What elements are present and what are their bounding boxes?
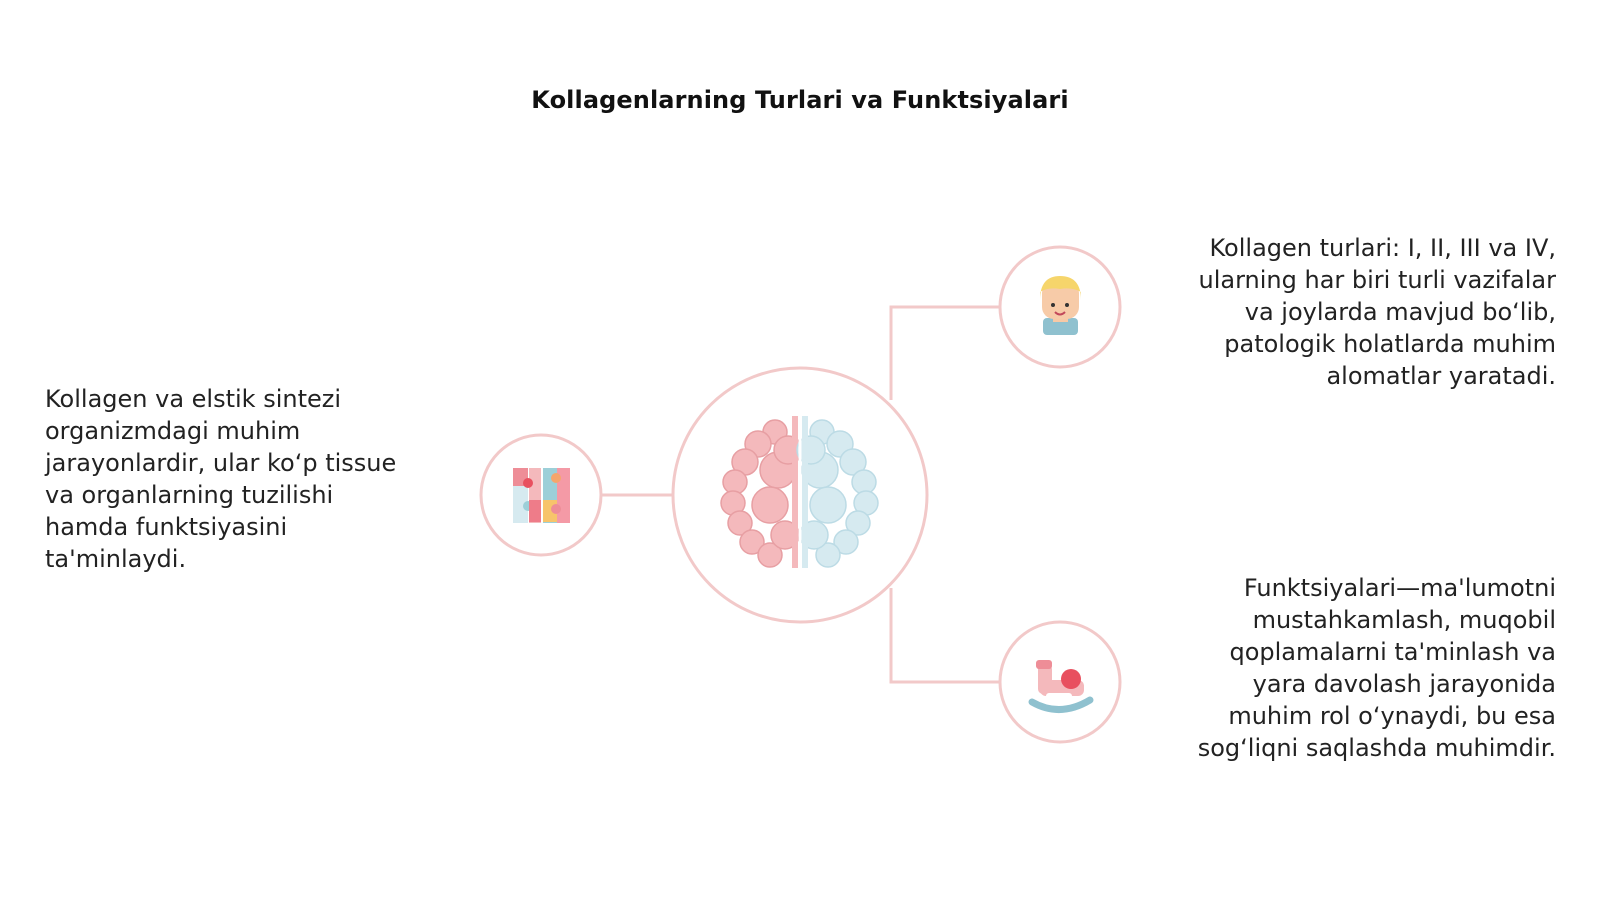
top-right-node-description: Kollagen turlari: I, II, III va IV, ular… [1198,234,1557,390]
connector-lines [602,305,1000,684]
bottom-right-node-description: Funktsiyalari—ma'lumotni mustahkamlash, … [1197,574,1556,762]
top-right-node [998,245,1122,369]
connector-top-right [889,305,1000,400]
center-node [671,366,929,624]
connector-bottom-right [889,588,1000,684]
puzzle-pieces-icon [513,468,570,523]
rocking-horse-icon [1028,660,1094,714]
diagram-title: Kollagenlarning Turlari va Funktsiyalari [531,86,1069,114]
brain-icon [720,416,879,568]
left-node-description: Kollagen va elstik sintezi organizmdagi … [45,385,397,573]
left-node [479,433,603,557]
smiling-child-icon [1040,276,1081,335]
bottom-right-node [998,620,1122,744]
